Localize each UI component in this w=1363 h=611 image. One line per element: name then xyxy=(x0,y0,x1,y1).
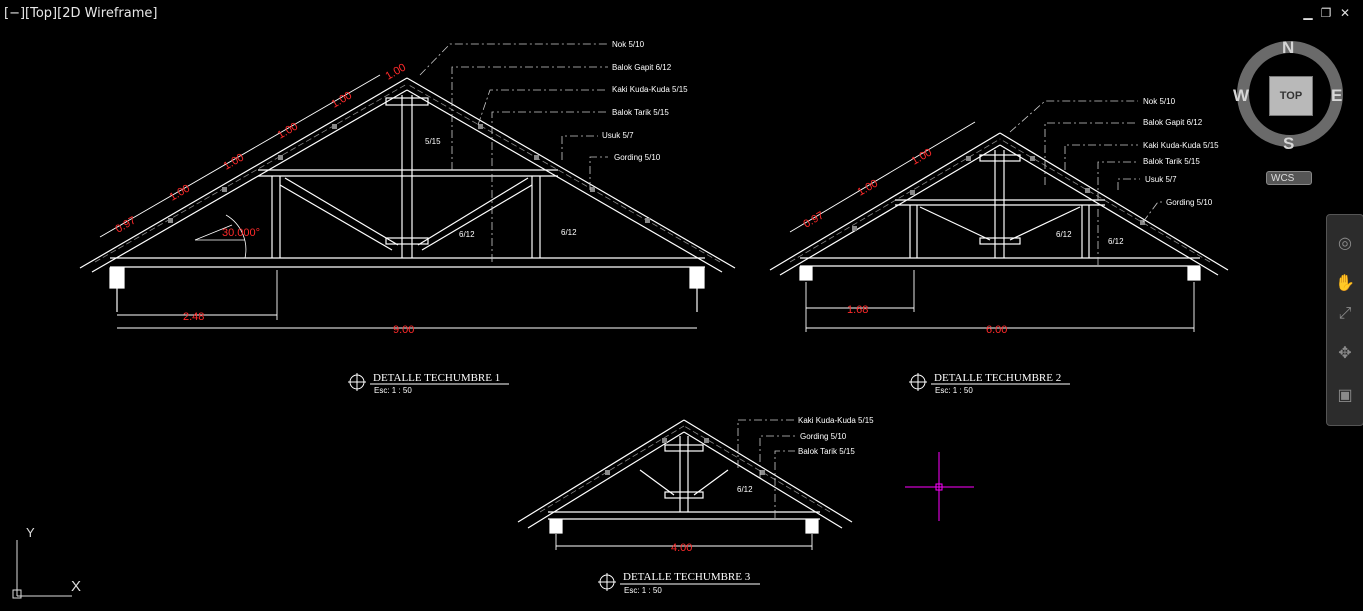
compass-east[interactable]: E xyxy=(1331,86,1343,105)
truss-1-title: DETALLE TECHUMBRE 1 xyxy=(373,372,500,384)
navigation-bar: ◎ ✋ ⤢ ✥ ▣ xyxy=(1326,214,1363,426)
truss-2-dimensions[interactable] xyxy=(789,121,1195,332)
truss-1-drawing[interactable] xyxy=(79,77,736,312)
truss-3-member-label: 6/12 xyxy=(737,485,753,494)
truss-1-rafter-segment: 0.97 xyxy=(114,214,139,235)
truss-2-title: DETALLE TECHUMBRE 2 xyxy=(934,372,1061,384)
truss-1-span: 9.00 xyxy=(393,324,414,336)
compass-south[interactable]: S xyxy=(1283,134,1295,153)
truss-3-dimensions[interactable] xyxy=(555,534,813,550)
truss-1-member-label: 6/12 xyxy=(459,230,475,239)
truss-2-callout: Kaki Kuda-Kuda 5/15 xyxy=(1143,141,1219,150)
truss-2-drawing[interactable] xyxy=(769,132,1229,281)
truss-2-callout: Nok 5/10 xyxy=(1143,97,1176,106)
viewport-controls-label[interactable]: [−][Top][2D Wireframe] xyxy=(4,6,158,21)
truss-3-callout: Kaki Kuda-Kuda 5/15 xyxy=(798,416,874,425)
truss-1-member-label: 6/12 xyxy=(561,228,577,237)
truss-2-callout: Gording 5/10 xyxy=(1166,198,1213,207)
truss-1-callout: Kaki Kuda-Kuda 5/15 xyxy=(612,85,688,94)
viewcube-ring[interactable] xyxy=(1237,41,1343,147)
compass-north[interactable]: N xyxy=(1282,38,1295,57)
truss-3-callout: Gording 5/10 xyxy=(800,432,847,441)
orbit-icon[interactable]: ✥ xyxy=(1338,345,1352,362)
pan-hand-icon[interactable]: ✋ xyxy=(1335,275,1355,292)
truss-2-member-label: 6/12 xyxy=(1108,237,1124,246)
title-symbols xyxy=(348,373,1070,591)
truss-1-callout: Gording 5/10 xyxy=(614,153,661,162)
truss-1-member-label: 5/15 xyxy=(425,137,441,146)
truss-1-callout: Balok Gapit 6/12 xyxy=(612,63,672,72)
truss-1-callout: Nok 5/10 xyxy=(612,40,645,49)
truss-1-dimensions[interactable] xyxy=(99,74,697,329)
truss-2-scale: Esc: 1 : 50 xyxy=(935,386,973,395)
ucs-y-label: Y xyxy=(26,525,35,540)
restore-icon[interactable]: ❐ xyxy=(1320,6,1332,20)
minimize-icon[interactable]: ▁ xyxy=(1303,6,1313,20)
truss-2-offset: 1.68 xyxy=(847,304,868,316)
truss-1-callout: Usuk 5/7 xyxy=(602,131,634,140)
truss-2-rafter-segment: 1.00 xyxy=(910,146,935,167)
truss-1-angle: 30.000° xyxy=(222,227,260,239)
truss-2-callout: Balok Tarik 5/15 xyxy=(1143,157,1200,166)
steering-wheel-icon[interactable]: ◎ xyxy=(1338,235,1352,252)
truss-1-callout: Balok Tarik 5/15 xyxy=(612,108,669,117)
truss-3-callout: Balok Tarik 5/15 xyxy=(798,447,855,456)
zoom-extents-icon[interactable]: ⤢ xyxy=(1338,305,1352,322)
truss-2-leaders[interactable] xyxy=(1009,100,1162,265)
truss-2-callout: Balok Gapit 6/12 xyxy=(1143,118,1203,127)
truss-2-span: 6.00 xyxy=(986,324,1007,336)
wcs-menu[interactable]: WCS xyxy=(1266,171,1312,185)
ucs-x-label: X xyxy=(71,578,82,595)
crosshair-cursor xyxy=(905,452,974,521)
truss-3-title: DETALLE TECHUMBRE 3 xyxy=(623,571,751,583)
truss-3-span: 4.00 xyxy=(671,542,692,554)
truss-1-scale: Esc: 1 : 50 xyxy=(374,386,412,395)
compass-west[interactable]: W xyxy=(1233,86,1250,105)
viewcube-top-face[interactable]: TOP xyxy=(1269,76,1313,116)
showmotion-icon[interactable]: ▣ xyxy=(1337,387,1353,404)
truss-3-scale: Esc: 1 : 50 xyxy=(624,586,662,595)
truss-3-leaders[interactable] xyxy=(737,419,795,518)
truss-2-callout: Usuk 5/7 xyxy=(1145,175,1177,184)
truss-2-member-label: 6/12 xyxy=(1056,230,1072,239)
truss-1-offset: 2.48 xyxy=(183,311,204,323)
ucs-icon xyxy=(12,540,72,599)
close-icon[interactable]: ✕ xyxy=(1339,6,1351,20)
truss-1-leaders[interactable] xyxy=(419,43,608,262)
